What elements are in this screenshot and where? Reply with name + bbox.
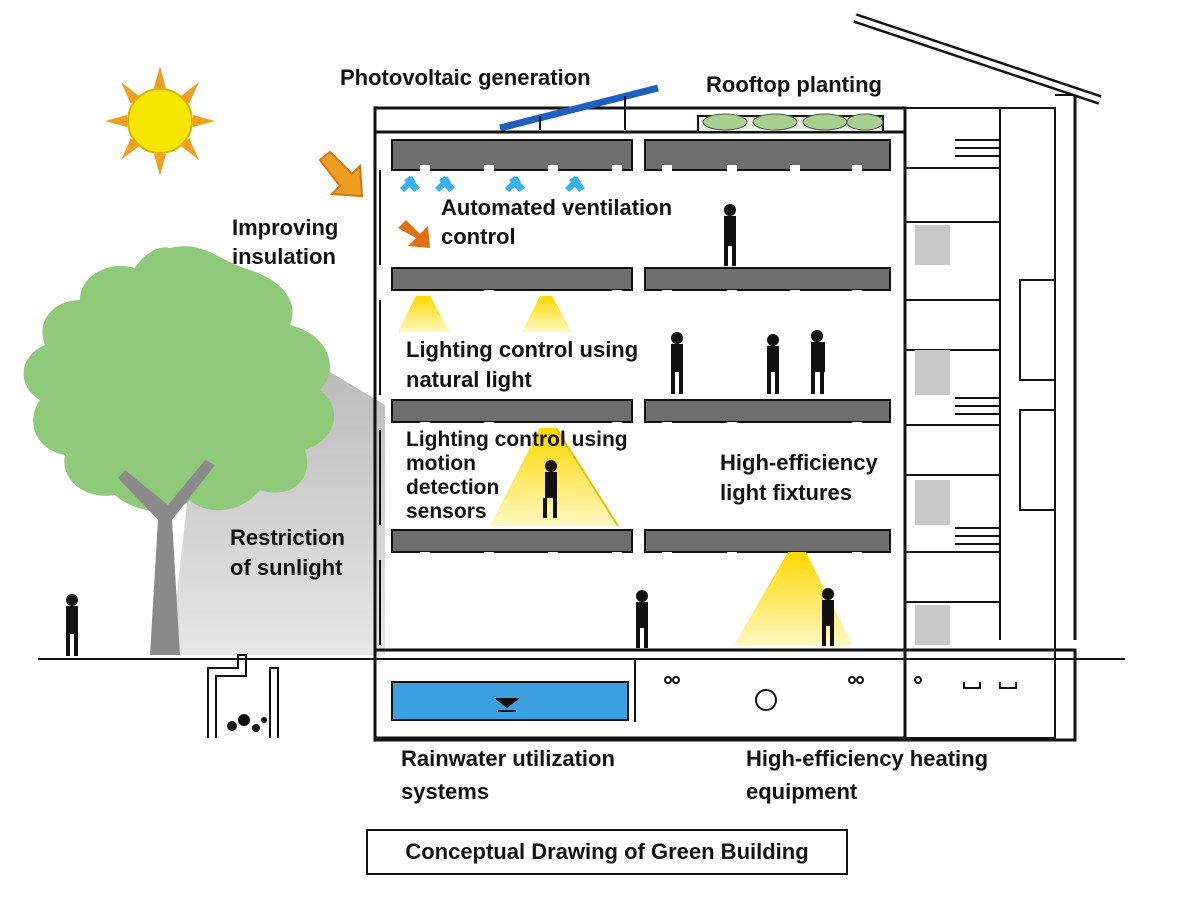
- label-motion-sensors: Lighting control using motion detection …: [406, 428, 628, 523]
- water-level-icon: [494, 698, 520, 708]
- solar-panel-icon: [499, 84, 659, 132]
- label-restriction-of-sunlight: Restriction of sunlight: [230, 525, 345, 580]
- label-light-fixtures: High-efficiency light fixtures: [720, 450, 878, 505]
- label-natural-light: Lighting control using natural light: [406, 337, 639, 392]
- stair-steps: [955, 139, 1000, 545]
- label-rainwater: Rainwater utilization systems: [401, 746, 615, 804]
- diagram-caption: Conceptual Drawing of Green Building: [405, 839, 809, 864]
- sun-icon: [105, 66, 215, 176]
- label-rooftop-planting: Rooftop planting: [706, 72, 882, 97]
- label-heating: High-efficiency heating equipment: [746, 746, 989, 804]
- label-ventilation: Automated ventilation control: [441, 195, 673, 249]
- heat-arrow-icon: [318, 150, 430, 248]
- label-photovoltaic: Photovoltaic generation: [340, 65, 591, 90]
- person-icon: [66, 204, 834, 656]
- stair-core: [904, 167, 1056, 603]
- underground-drain: [207, 654, 279, 738]
- plant-icon: [697, 113, 884, 133]
- label-insulation: Improving insulation: [232, 215, 339, 269]
- ceiling-fixtures: [420, 165, 862, 558]
- floor-slabs: [391, 139, 891, 553]
- heating-equipment: [664, 676, 1017, 711]
- ventilation-icon: [400, 176, 585, 192]
- caption-box: Conceptual Drawing of Green Building: [366, 829, 848, 875]
- tree-icon: [23, 246, 335, 655]
- water-tank: [391, 681, 629, 721]
- rubble-icon: [227, 714, 267, 732]
- stair-windows: [915, 225, 950, 645]
